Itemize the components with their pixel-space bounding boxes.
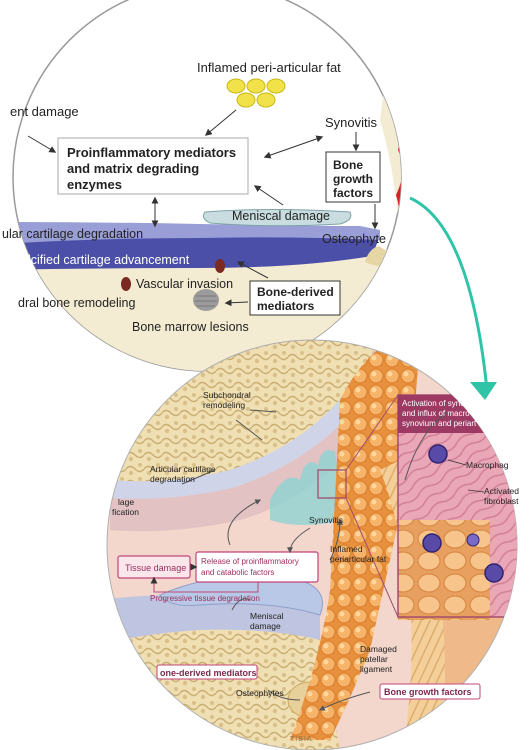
- inflamed-fat-pad: [290, 340, 420, 740]
- label-tissue-damage: Tissue damage: [125, 563, 186, 573]
- proinflammatory-box: [57, 137, 249, 195]
- label-macrophage: Macrophag: [466, 460, 509, 470]
- label-meniscal-2: damage: [250, 621, 281, 631]
- label-proinflam-3: enzymes: [67, 177, 122, 192]
- label-osteophytes: Osteophytes: [236, 688, 284, 698]
- label-osteophyte: Osteophyte: [322, 232, 386, 246]
- label-bone-derived-1: Bone-derived: [257, 285, 334, 299]
- anatomy-circle: Subchondral remodeling Articular cartila…: [106, 339, 519, 750]
- label-release-2: and catabolic factors: [201, 568, 274, 577]
- inflamed-fat-cells: [226, 78, 286, 108]
- marrow-lesion: [193, 289, 219, 311]
- label-subchondral-1: Subchondral: [203, 390, 251, 400]
- illustration-arrows: [181, 409, 449, 711]
- label-vascular: Vascular invasion: [136, 277, 233, 291]
- bone-derived-box: [249, 280, 341, 316]
- label-bone-derived-2: mediators: [257, 299, 315, 313]
- label-activation-3: synovium and periart: [402, 419, 477, 428]
- synovium-tufts: [270, 450, 345, 525]
- label-damaged-2: patellar: [360, 654, 388, 664]
- vessel-2: [215, 259, 225, 273]
- macrophage-cells: [422, 444, 504, 583]
- label-proinflam-1: Proinflammatory mediators: [67, 145, 236, 160]
- label-proinflam-2: and matrix degrading: [67, 161, 199, 176]
- meniscus-shape: [202, 209, 352, 227]
- zoom-connector-arrowhead: [470, 382, 497, 400]
- label-lage: lage: [118, 497, 134, 507]
- label-articular-2: degradation: [150, 474, 195, 484]
- label-articular-1: Articular cartilage: [150, 464, 216, 474]
- label-fication: fication: [112, 507, 139, 517]
- label-synovitis-top: Synovitis: [325, 115, 378, 130]
- label-bone-derived-bottom: one-derived mediators: [160, 668, 257, 678]
- zoom-connector-line: [409, 196, 489, 391]
- label-synovitis-bottom: Synovitis: [309, 515, 343, 525]
- label-marrow-lesions: Bone marrow lesions: [132, 320, 249, 334]
- label-damaged-3: ligament: [360, 664, 393, 674]
- label-inflamed-fat-1: Inflamed: [330, 544, 363, 554]
- zoom-source-square: [317, 469, 347, 499]
- schematic-circle: Inflamed peri-articular fat ent damage S…: [2, 0, 402, 372]
- label-bone-growth-2: growth: [333, 172, 373, 186]
- label-calcified: Calcified cartilage advancement: [12, 253, 190, 267]
- label-ent-damage: ent damage: [10, 104, 79, 119]
- label-cartilage-degradation: ular cartilage degradation: [2, 227, 143, 241]
- calcified-cartilage-band: [13, 231, 380, 270]
- label-tibia: TIBIA: [290, 736, 313, 743]
- vessel-1: [121, 277, 131, 291]
- label-meniscal-damage: Meniscal damage: [232, 209, 330, 223]
- label-inflamed-fat-2: periarticular fat: [330, 554, 387, 564]
- label-subchondral-2: remodeling: [203, 400, 245, 410]
- femur-cartilage: [110, 340, 395, 499]
- articular-cartilage-band: [13, 222, 380, 244]
- label-damaged-1: Damaged: [360, 644, 397, 654]
- label-meniscal-1: Meniscal: [250, 611, 284, 621]
- label-bone-growth-1: Bone: [333, 158, 363, 172]
- label-activated-2: fibroblast: [484, 496, 519, 506]
- schematic-arrows: [27, 109, 379, 307]
- label-bone-growth-bottom: Bone growth factors: [384, 687, 472, 697]
- label-activation-1: Activation of syno: [402, 399, 465, 408]
- label-release-1: Release of proinflammatory: [201, 557, 299, 566]
- label-progressive: Progressive tissue degradation: [150, 594, 260, 603]
- label-activation-2: and influx of macro: [402, 409, 470, 418]
- label-activated-1: Activated: [484, 486, 519, 496]
- bone-growth-box: [325, 151, 381, 203]
- progressive-loop-arrow: [150, 576, 259, 593]
- label-inflamed-fat: Inflamed peri-articular fat: [197, 60, 341, 75]
- label-bone-growth-3: factors: [333, 186, 373, 200]
- label-subchondral-top: dral bone remodeling: [18, 296, 135, 310]
